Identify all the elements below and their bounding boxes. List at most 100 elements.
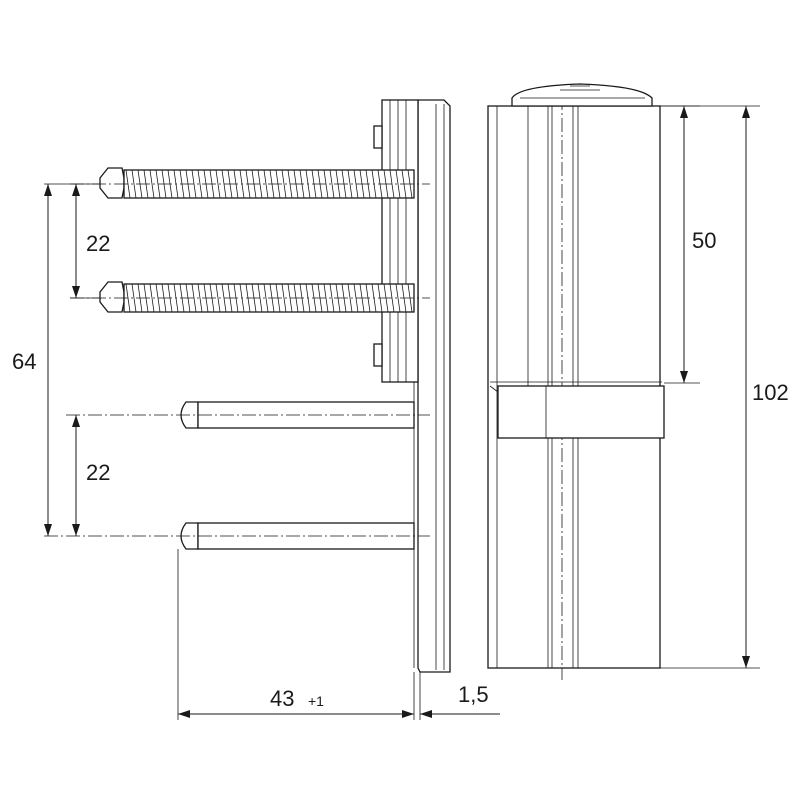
- thread-line: [359, 169, 365, 199]
- thread-line: [269, 283, 275, 313]
- dim-22-pins-label: 22: [86, 460, 110, 485]
- thread-line: [191, 169, 197, 199]
- thread-line: [197, 169, 203, 199]
- thread-line: [371, 283, 377, 313]
- thread-line: [365, 169, 371, 199]
- thread-line: [383, 169, 389, 199]
- thread-line: [281, 169, 287, 199]
- thread-line: [287, 283, 293, 313]
- thread-line: [149, 283, 155, 313]
- pin-lower: [44, 522, 430, 550]
- thread-line: [275, 169, 281, 199]
- thread-line: [401, 169, 407, 199]
- thread-line: [155, 283, 161, 313]
- mounting-plate: [373, 99, 451, 673]
- thread-line: [281, 283, 287, 313]
- thread-line: [221, 283, 227, 313]
- thread-line: [389, 169, 395, 199]
- thread-line: [305, 169, 311, 199]
- thread-line: [143, 283, 149, 313]
- thread-line: [209, 283, 215, 313]
- dim-50-label: 50: [692, 228, 716, 253]
- thread-line: [389, 283, 395, 313]
- thread-line: [203, 283, 209, 313]
- thread-line: [347, 169, 353, 199]
- thread-line: [161, 169, 167, 199]
- thread-line: [263, 283, 269, 313]
- thread-line: [407, 169, 413, 199]
- screw-threads: [125, 169, 413, 313]
- thread-line: [407, 283, 413, 313]
- dim-22-screws-label: 22: [86, 231, 110, 256]
- thread-line: [347, 283, 353, 313]
- thread-line: [173, 283, 179, 313]
- thread-line: [125, 283, 131, 313]
- thread-line: [143, 169, 149, 199]
- thread-line: [191, 283, 197, 313]
- thread-line: [227, 283, 233, 313]
- thread-line: [155, 169, 161, 199]
- thread-line: [233, 283, 239, 313]
- dim-43-label: 43: [270, 686, 294, 711]
- thread-line: [179, 169, 185, 199]
- hinge-top-cap: [511, 83, 653, 107]
- thread-line: [215, 169, 221, 199]
- thread-line: [293, 169, 299, 199]
- thread-line: [335, 283, 341, 313]
- thread-line: [365, 283, 371, 313]
- thread-line: [287, 169, 293, 199]
- thread-line: [245, 283, 251, 313]
- thread-line: [233, 169, 239, 199]
- thread-line: [305, 283, 311, 313]
- thread-line: [203, 169, 209, 199]
- thread-line: [341, 169, 347, 199]
- pin-upper: [66, 401, 430, 429]
- thread-line: [269, 169, 275, 199]
- screw-lower: [70, 281, 430, 313]
- thread-line: [239, 169, 245, 199]
- thread-line: [353, 283, 359, 313]
- thread-line: [299, 283, 305, 313]
- thread-line: [329, 169, 335, 199]
- thread-line: [215, 283, 221, 313]
- screw-upper: [70, 167, 430, 199]
- thread-line: [131, 169, 137, 199]
- thread-line: [275, 283, 281, 313]
- thread-line: [311, 283, 317, 313]
- thread-line: [263, 169, 269, 199]
- thread-line: [395, 283, 401, 313]
- thread-line: [335, 169, 341, 199]
- thread-line: [197, 283, 203, 313]
- thread-line: [353, 169, 359, 199]
- thread-line: [329, 283, 335, 313]
- thread-line: [299, 169, 305, 199]
- thread-line: [221, 169, 227, 199]
- thread-line: [167, 169, 173, 199]
- thread-line: [251, 283, 257, 313]
- thread-line: [341, 283, 347, 313]
- thread-line: [359, 283, 365, 313]
- thread-line: [323, 283, 329, 313]
- thread-line: [239, 283, 245, 313]
- thread-line: [317, 169, 323, 199]
- thread-line: [137, 283, 143, 313]
- thread-line: [137, 169, 143, 199]
- dim-43-tolerance: +1: [308, 693, 324, 709]
- thread-line: [401, 283, 407, 313]
- thread-line: [377, 283, 383, 313]
- thread-line: [161, 283, 167, 313]
- thread-line: [245, 169, 251, 199]
- thread-line: [311, 169, 317, 199]
- thread-line: [179, 283, 185, 313]
- thread-line: [251, 169, 257, 199]
- thread-line: [383, 283, 389, 313]
- dim-64-label: 64: [12, 349, 36, 374]
- thread-line: [149, 169, 155, 199]
- hinge-body: [487, 83, 665, 680]
- thread-line: [371, 169, 377, 199]
- thread-line: [377, 169, 383, 199]
- thread-line: [131, 283, 137, 313]
- thread-line: [317, 283, 323, 313]
- thread-line: [323, 169, 329, 199]
